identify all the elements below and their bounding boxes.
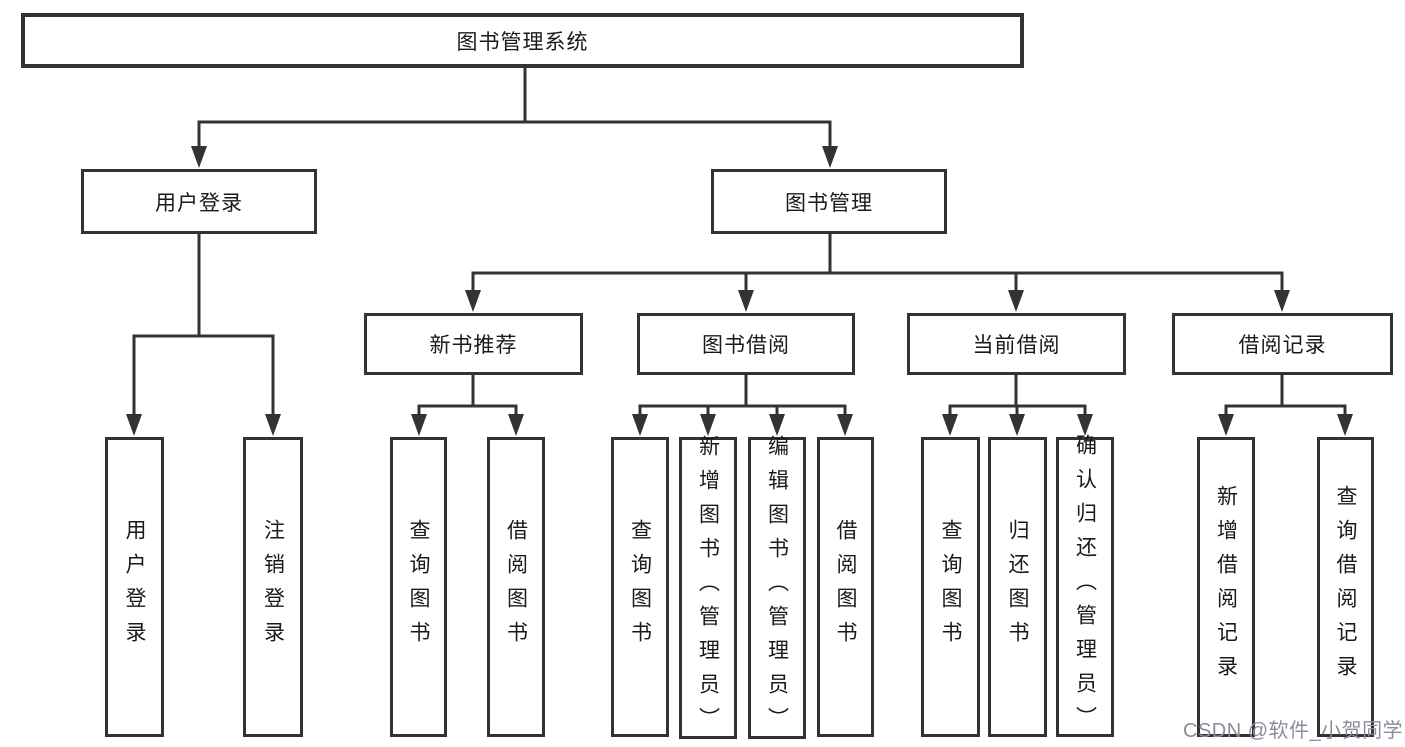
node-label: 图书借阅 xyxy=(702,334,790,357)
node-label: 查询图书 xyxy=(628,519,652,655)
node-label: 当前借阅 xyxy=(972,334,1061,357)
node-label: 新增借阅记录 xyxy=(1214,485,1238,689)
node-label: 注销登录 xyxy=(261,519,285,655)
leaf-edit-book-admin: 编辑图书（管理员） xyxy=(748,435,806,741)
node-label: 新书推荐 xyxy=(429,334,518,357)
leaf-add-borrow-record: 新增借阅记录 xyxy=(1197,437,1255,737)
csdn-watermark: CSDN @软件_小贺同学 xyxy=(1183,720,1404,742)
node-borrowing-records: 借阅记录 xyxy=(1172,313,1393,375)
leaf-query-borrow-record: 查询借阅记录 xyxy=(1317,437,1374,737)
node-book-management: 图书管理 xyxy=(711,169,947,234)
node-label: 借阅图书 xyxy=(504,519,528,655)
node-label: 查询借阅记录 xyxy=(1334,485,1357,689)
node-current-borrowing: 当前借阅 xyxy=(907,313,1126,375)
leaf-borrow-books-recommend: 借阅图书 xyxy=(487,437,545,737)
node-book-borrowing: 图书借阅 xyxy=(637,313,855,375)
node-label: 新增图书（管理员） xyxy=(696,435,720,741)
node-new-book-recommendation: 新书推荐 xyxy=(364,313,583,375)
leaf-borrow-books: 借阅图书 xyxy=(817,437,874,737)
node-library-management-system: 图书管理系统 xyxy=(21,13,1024,68)
leaf-query-books-recommend: 查询图书 xyxy=(390,437,447,737)
node-user-login: 用户登录 xyxy=(81,169,317,234)
node-label: 确认归还（管理员） xyxy=(1073,434,1097,740)
leaf-confirm-return-admin: 确认归还（管理员） xyxy=(1056,434,1114,740)
leaf-query-books-current: 查询图书 xyxy=(921,437,980,737)
leaf-add-book-admin: 新增图书（管理员） xyxy=(679,435,737,741)
node-label: 编辑图书（管理员） xyxy=(765,435,789,741)
node-label: 查询图书 xyxy=(939,519,962,655)
node-label: 归还图书 xyxy=(1006,519,1029,655)
leaf-query-books-borrow: 查询图书 xyxy=(611,437,669,737)
node-label: 图书管理 xyxy=(785,191,873,215)
node-label: 图书管理系统 xyxy=(456,30,589,54)
node-label: 用户登录 xyxy=(123,519,146,655)
node-label: 借阅图书 xyxy=(834,519,857,655)
node-label: 借阅记录 xyxy=(1238,334,1327,357)
node-label: 用户登录 xyxy=(155,191,243,215)
leaf-return-books: 归还图书 xyxy=(988,437,1047,737)
leaf-user-login: 用户登录 xyxy=(105,437,164,737)
node-label: 查询图书 xyxy=(407,519,430,655)
leaf-logout: 注销登录 xyxy=(243,437,303,737)
